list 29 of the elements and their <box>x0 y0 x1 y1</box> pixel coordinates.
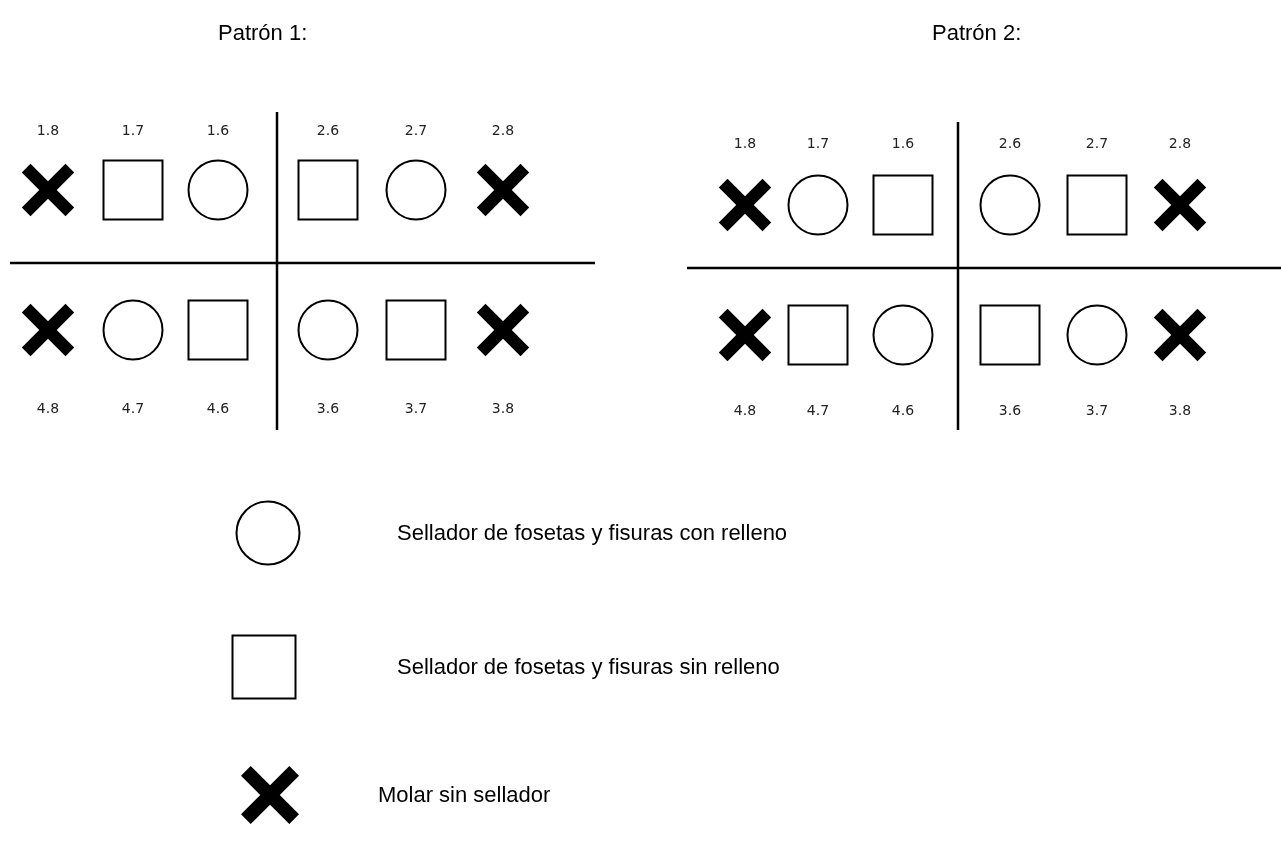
tooth-number: 4.7 <box>806 402 830 418</box>
legend-text: Sellador de fosetas y fisuras con relleno <box>397 520 788 546</box>
tooth-number: 3.8 <box>491 400 515 416</box>
tooth-number: 4.8 <box>733 402 757 418</box>
tooth-number: 3.6 <box>316 400 340 416</box>
tooth-number: 1.7 <box>121 122 145 138</box>
legend-text: Molar sin sellador <box>378 782 551 808</box>
tooth-number: 2.7 <box>1085 135 1109 151</box>
tooth-number: 3.8 <box>1168 402 1192 418</box>
tooth-number: 4.6 <box>891 402 915 418</box>
tooth-number: 2.8 <box>491 122 515 138</box>
pattern-title: Patrón 2: <box>932 20 1022 46</box>
tooth-number: 4.8 <box>36 400 60 416</box>
tooth-number: 2.6 <box>998 135 1022 151</box>
tooth-number: 1.6 <box>206 122 230 138</box>
tooth-number: 1.8 <box>36 122 60 138</box>
legend-text: Sellador de fosetas y fisuras sin relleno <box>397 654 780 680</box>
tooth-number: 4.7 <box>121 400 145 416</box>
tooth-number: 3.7 <box>404 400 428 416</box>
tooth-number: 3.6 <box>998 402 1022 418</box>
tooth-number: 3.7 <box>1085 402 1109 418</box>
tooth-number: 1.8 <box>733 135 757 151</box>
pattern-title: Patrón 1: <box>218 20 308 46</box>
tooth-number: 4.6 <box>206 400 230 416</box>
tooth-number: 2.6 <box>316 122 340 138</box>
tooth-number: 1.7 <box>806 135 830 151</box>
tooth-number: 2.7 <box>404 122 428 138</box>
tooth-number: 1.6 <box>891 135 915 151</box>
tooth-number: 2.8 <box>1168 135 1192 151</box>
